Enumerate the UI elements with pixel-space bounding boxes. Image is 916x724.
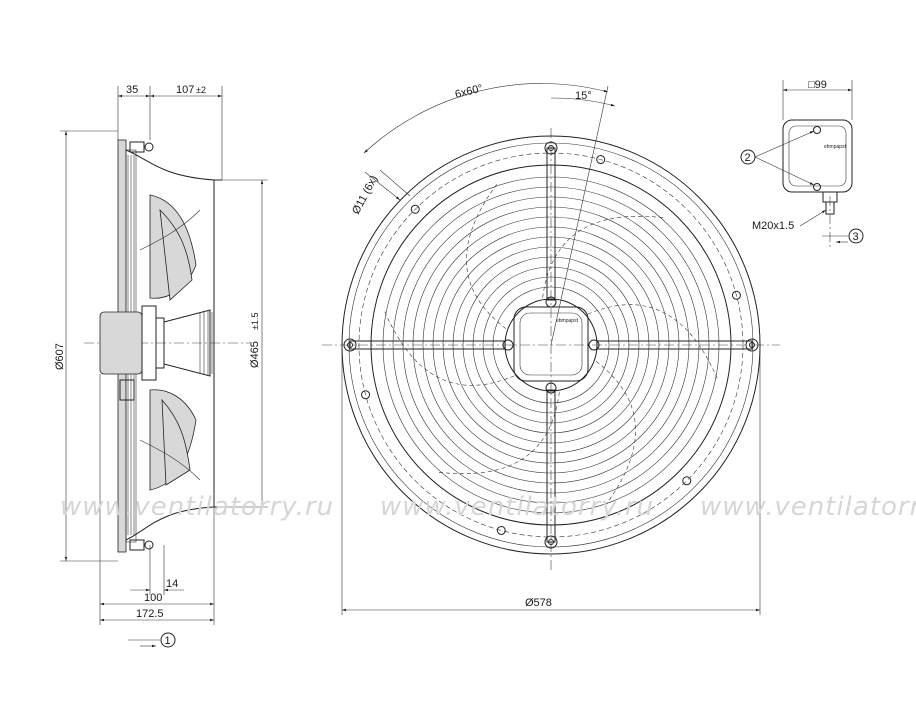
dim-465: Ø465 — [249, 341, 261, 368]
nozzle-ring — [370, 164, 732, 526]
terminal-box — [782, 119, 853, 193]
bolt-head-bottom — [144, 540, 154, 550]
dim-107-tolerance: ±2 — [196, 85, 206, 95]
dim-6x60: 6x60° — [454, 82, 484, 100]
dim-35: 35 — [126, 84, 138, 96]
mount-bolt-bottom — [129, 539, 145, 551]
mounting-hole — [731, 290, 741, 300]
cable-gland-side — [119, 379, 135, 401]
front-view: ebmpapst 6x60° 15° Ø11 (6x) Ø578 — [322, 82, 780, 615]
watermark-1: www.ventilatorry.ru — [60, 492, 334, 522]
mounting-holes — [361, 155, 741, 535]
watermark-2: www.ventilatorry.ru — [380, 492, 654, 522]
motor-label-logo: ebmpapst — [556, 318, 579, 324]
dim-100: 100 — [144, 592, 162, 604]
watermarks: www.ventilatorry.ru www.ventilatorry.ru … — [60, 492, 916, 522]
motor-hub — [504, 298, 598, 392]
dim-107: 107 — [176, 84, 194, 96]
angle-arc-6x60 — [363, 83, 609, 154]
dim-578: Ø578 — [525, 597, 552, 609]
dim-172-5: 172.5 — [136, 608, 164, 620]
impeller-blades-side — [139, 194, 201, 491]
motor-rotor — [99, 311, 143, 375]
hole-pitch-circle — [358, 152, 744, 538]
box-screw-top — [813, 126, 821, 134]
angle-arc-15 — [550, 97, 616, 107]
callout-3-circle — [848, 228, 864, 244]
guard-spokes — [349, 147, 753, 543]
mounting-hole — [361, 390, 371, 400]
bolt-head-top — [144, 142, 154, 152]
callout-3-label: 3 — [853, 231, 859, 243]
mount-bolt-top — [129, 141, 145, 153]
dim-465-tolerance: ±1.5 — [250, 313, 260, 330]
mounting-hole — [682, 476, 692, 486]
callout-1-label: 1 — [165, 635, 171, 647]
terminal-box-detail: □99 ebmpapst 2 M20x1.5 3 — [740, 79, 864, 248]
dim-hole-dia: Ø11 (6x) — [350, 174, 380, 217]
watermark-3: www.ventilatorry.ru — [700, 492, 916, 522]
hub-fins — [199, 310, 213, 376]
dim-box-size: □99 — [808, 79, 827, 91]
hub-cone — [163, 309, 211, 377]
impeller-blades-front — [384, 183, 718, 507]
dim-15: 15° — [575, 90, 592, 102]
box-screw-bottom — [813, 183, 821, 191]
callout-2-label: 2 — [745, 152, 751, 164]
dim-607: Ø607 — [54, 343, 66, 370]
gland-thread-label: M20x1.5 — [752, 220, 794, 232]
mounting-hole — [410, 204, 420, 214]
mounting-hole — [496, 525, 506, 535]
motor-terminal-area — [513, 306, 589, 382]
side-view: 35 107 ±2 Ø607 Ø465 ±1.5 14 100 172.5 1 — [54, 84, 268, 648]
mounting-hole — [596, 155, 606, 165]
dim-14: 14 — [166, 578, 178, 590]
callout-1-circle — [160, 632, 176, 648]
terminal-box-logo: ebmpapst — [824, 144, 847, 150]
